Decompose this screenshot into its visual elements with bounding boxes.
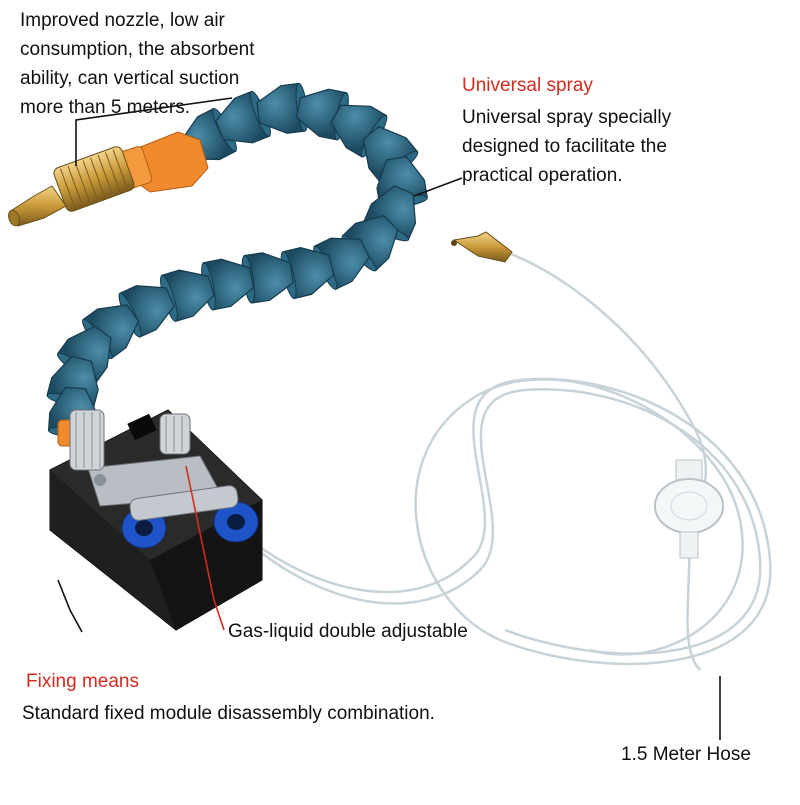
adjust-callout-line [185,465,225,631]
callout-lines [57,97,721,740]
nozzle-annotation: Improved nozzle, low air consumption, th… [20,6,255,122]
adjustable-label: Gas-liquid double adjustable [228,621,468,642]
flexible-hose-segments [46,82,428,447]
spray-description-line: designed to facilitate the [462,136,667,157]
small-brass-tip [451,231,513,263]
nozzle-annotation-line: more than 5 meters. [20,97,191,118]
spray-description-line: practical operation. [462,165,623,186]
universal-spray-description: Universal spray specially designed to fa… [462,103,671,190]
nozzle-annotation-line: ability, can vertical suction [20,68,240,89]
push-fit-fittings [121,485,259,549]
adjustment-knobs [69,409,191,471]
hose-length-label: 1.5 Meter Hose [621,744,751,765]
spray-callout-line [413,177,463,197]
nozzle-annotation-line: consumption, the absorbent [20,39,255,60]
nozzle-callout-line [75,97,233,166]
fixing-means-title: Fixing means [26,671,139,692]
nozzle-annotation-line: Improved nozzle, low air [20,10,225,31]
fixing-callout-line [57,579,83,633]
brass-nozzle [8,146,135,227]
universal-spray-title: Universal spray [462,75,593,96]
clear-hose [249,248,772,671]
spray-description-line: Universal spray specially [462,107,672,128]
inline-filter [654,459,724,559]
fixing-means-description: Standard fixed module disassembly combin… [22,703,435,724]
